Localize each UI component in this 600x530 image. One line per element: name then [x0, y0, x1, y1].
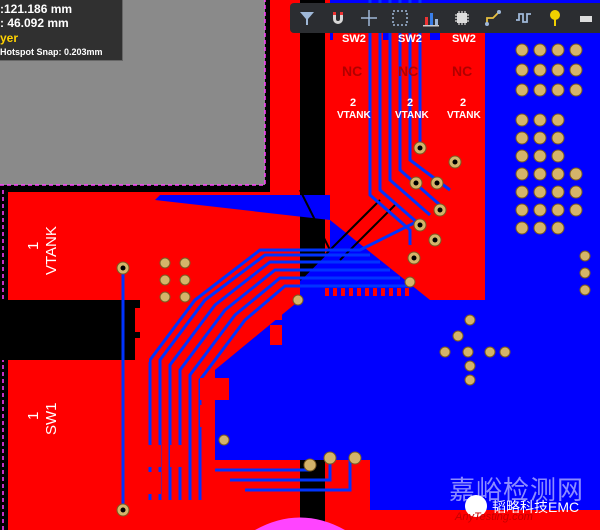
component-outline — [255, 517, 345, 530]
label-nc-b: NC — [398, 63, 418, 79]
route-icon — [485, 10, 501, 26]
silk-labels-vertical: 1 VTANK 1 SW1 — [25, 226, 60, 435]
vtank-pad-c[interactable] — [440, 80, 485, 135]
crosshair-icon — [361, 10, 377, 26]
label-vtank-a: VTANK — [337, 110, 371, 121]
label-left-vtank: VTANK — [43, 226, 60, 275]
wave-icon — [516, 13, 531, 23]
coordinate-hud: :121.186 mm : 46.092 mm yer Hotspot Snap… — [0, 0, 123, 61]
vias[interactable] — [116, 43, 591, 517]
label-sw2-c: SW2 — [452, 33, 476, 45]
label-pad2-a: 2 — [350, 97, 356, 109]
watermark-logo-icon — [465, 495, 487, 517]
x-coordinate: :121.186 mm — [0, 2, 73, 16]
watermark-url: AnyTesting.com — [455, 511, 533, 523]
filter-button[interactable] — [293, 5, 321, 31]
select-rect-icon — [392, 10, 408, 26]
hotspot-snap: Hotspot Snap: 0.203mm — [0, 47, 103, 57]
board-outline — [0, 0, 266, 186]
chip-icon — [455, 11, 469, 25]
ic-pad-row — [325, 288, 409, 296]
label-nc-c: NC — [452, 63, 472, 79]
label-pad2-c: 2 — [460, 97, 466, 109]
label-vtank-c: VTANK — [447, 110, 481, 121]
y-coordinate: : 46.092 mm — [0, 16, 69, 30]
route-button[interactable] — [479, 5, 507, 31]
label-left-pad1-a: 1 — [25, 242, 42, 250]
silk-labels: SW2 SW2 SW2 NC NC NC 2 2 2 VTANK VTANK V… — [337, 33, 481, 121]
label-left-pad1-b: 1 — [25, 412, 42, 420]
snap-button[interactable] — [324, 5, 352, 31]
more-button[interactable] — [572, 5, 600, 31]
sw1-pad[interactable] — [8, 365, 153, 505]
chart-icon — [423, 13, 439, 27]
filter-icon — [300, 12, 314, 25]
label-vtank-b: VTANK — [395, 110, 429, 121]
label-sw2-b: SW2 — [398, 33, 422, 45]
label-pad2-b: 2 — [407, 97, 413, 109]
bottom-copper-main — [215, 0, 600, 510]
clearance — [0, 300, 140, 360]
crosshair-button[interactable] — [355, 5, 383, 31]
label-nc-a: NC — [342, 63, 362, 79]
select-button[interactable] — [386, 5, 414, 31]
label-left-sw1: SW1 — [43, 402, 60, 435]
label-sw2-a: SW2 — [342, 33, 366, 45]
place-button[interactable] — [541, 5, 569, 31]
align-button[interactable] — [417, 5, 445, 31]
smd-pads — [135, 300, 282, 494]
watermark-brand: 韬略科技EMC — [492, 499, 580, 515]
magnet-icon — [333, 12, 343, 24]
active-bar-toolbar — [290, 3, 600, 33]
sw2-pad-a[interactable] — [333, 30, 383, 70]
pin-icon — [550, 10, 560, 26]
length-tune-button[interactable] — [510, 5, 538, 31]
layer-name: yer — [0, 31, 19, 45]
vtank-pad[interactable] — [8, 195, 153, 295]
sw2-pad-c[interactable] — [440, 30, 485, 70]
signal-traces — [121, 0, 451, 510]
component-button[interactable] — [448, 5, 476, 31]
vtank-pad-a[interactable] — [333, 80, 383, 135]
more-icon — [580, 16, 592, 22]
